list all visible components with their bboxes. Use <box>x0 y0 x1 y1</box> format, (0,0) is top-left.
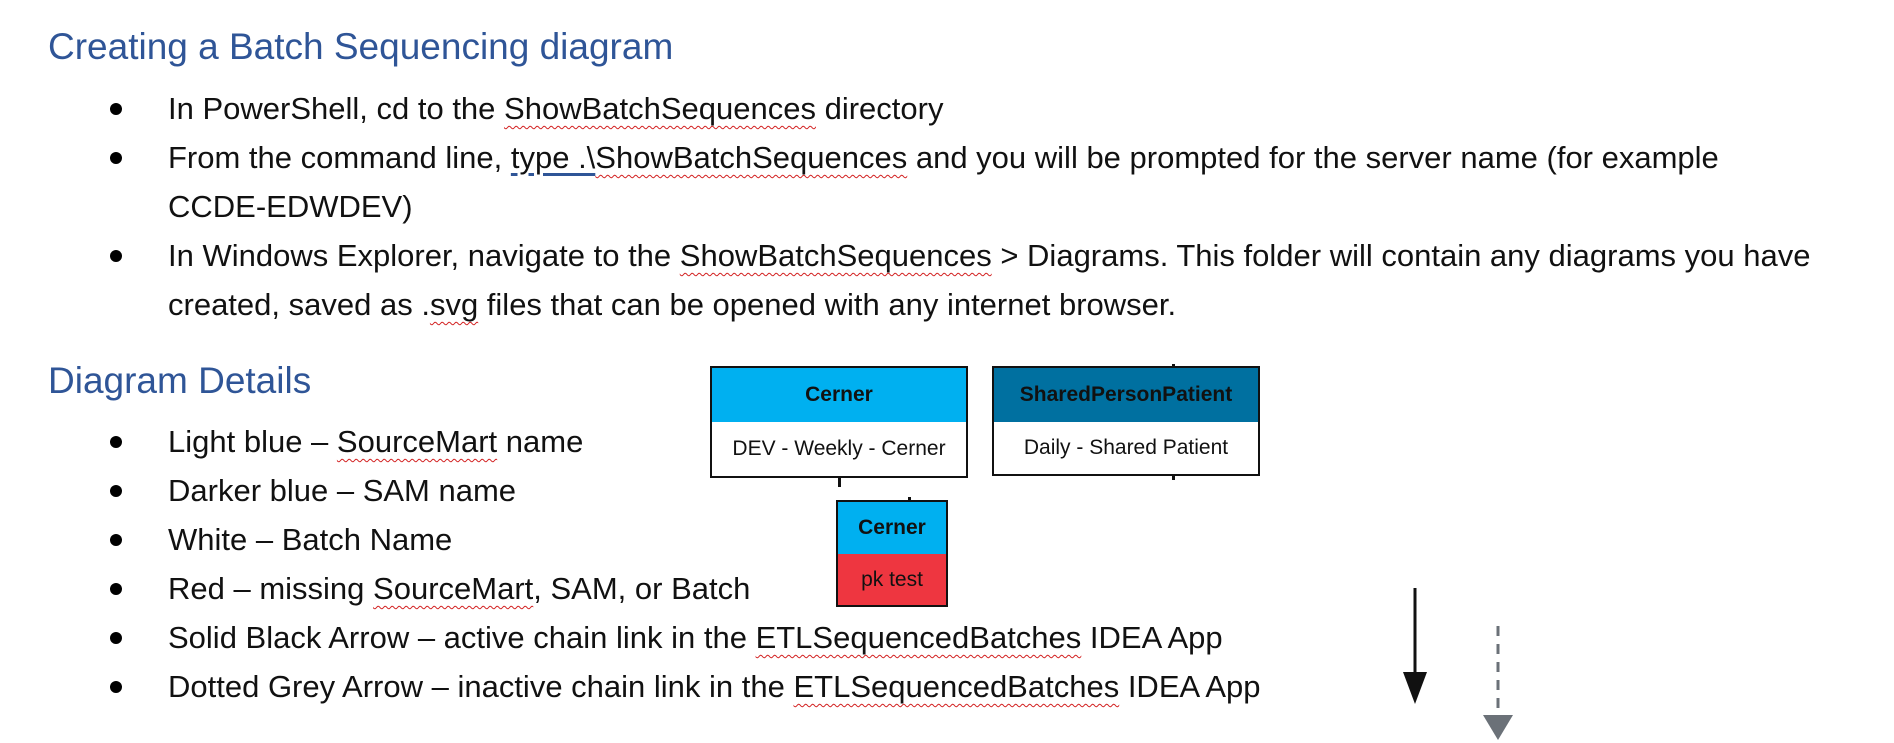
underlined-text: type .\ <box>510 140 596 175</box>
batch-name: Daily - Shared Patient <box>994 422 1258 474</box>
list-item: In PowerShell, cd to the ShowBatchSequen… <box>0 84 1860 133</box>
connector-line <box>1172 472 1175 480</box>
text: Red – missing <box>168 571 374 606</box>
sam-header: SharedPersonPatient <box>994 368 1258 422</box>
list-item: Dotted Grey Arrow – inactive chain link … <box>0 662 1261 711</box>
sourcemart-header: Cerner <box>712 368 966 422</box>
section-heading-diagram-details: Diagram Details <box>48 360 312 401</box>
text: From the command line, <box>168 140 511 175</box>
text: IDEA App <box>1119 669 1261 704</box>
text: > Diagrams. This folder will contain any… <box>168 238 1811 322</box>
text: , SAM, or Batch <box>533 571 751 606</box>
text: name <box>497 424 584 459</box>
bullet-list-diagram-details: Light blue – SourceMart name Darker blue… <box>0 417 1261 711</box>
connector-line <box>838 475 841 487</box>
spellcheck-word: ShowBatchSequences <box>595 140 908 175</box>
text: In PowerShell, cd to the <box>168 91 505 126</box>
spellcheck-word: SourceMart <box>373 571 534 606</box>
bullet-icon <box>110 152 122 164</box>
list-item: Light blue – SourceMart name <box>0 417 1261 466</box>
diagram-node-cerner-pk-test: Cerner pk test <box>836 500 948 607</box>
list-item: Darker blue – SAM name <box>0 466 1261 515</box>
batch-name: DEV - Weekly - Cerner <box>712 422 966 476</box>
section-heading-creating: Creating a Batch Sequencing diagram <box>48 26 674 67</box>
solid-black-arrow-icon <box>1403 588 1427 704</box>
bullet-icon <box>110 436 122 448</box>
spellcheck-word: SourceMart <box>336 424 498 459</box>
bullet-icon <box>110 681 122 693</box>
diagram-node-shared-patient: SharedPersonPatient Daily - Shared Patie… <box>992 366 1260 476</box>
list-item: In Windows Explorer, navigate to the Sho… <box>0 231 1860 329</box>
list-item: From the command line, type .\ShowBatchS… <box>0 133 1860 231</box>
bullet-icon <box>110 250 122 262</box>
list-item: Solid Black Arrow – active chain link in… <box>0 613 1261 662</box>
dotted-grey-arrow-icon <box>1483 626 1513 740</box>
bullet-icon <box>110 632 122 644</box>
text: and you will be prompted for the server … <box>168 140 1719 224</box>
spellcheck-word: ShowBatchSequences <box>679 238 992 273</box>
text: Solid Black Arrow – active chain link in… <box>168 620 756 655</box>
bullet-icon <box>110 583 122 595</box>
text: directory <box>815 91 944 126</box>
spellcheck-word: ShowBatchSequences <box>504 91 816 126</box>
spellcheck-word: ETLSequencedBatches <box>755 620 1082 655</box>
spellcheck-word: ETLSequencedBatches <box>793 669 1120 704</box>
bullet-icon <box>110 103 122 115</box>
list-item: White – Batch Name <box>0 515 1261 564</box>
arrow-samples <box>1403 588 1513 740</box>
diagram-node-cerner-weekly: Cerner DEV - Weekly - Cerner <box>710 366 968 478</box>
bullet-icon <box>110 534 122 546</box>
text: Light blue – <box>168 424 337 459</box>
bullet-list-creating: In PowerShell, cd to the ShowBatchSequen… <box>0 84 1860 329</box>
text: files that can be opened with any intern… <box>478 287 1177 322</box>
text: Darker blue – SAM name <box>168 473 517 508</box>
text: IDEA App <box>1081 620 1223 655</box>
sourcemart-header: Cerner <box>838 502 946 554</box>
text: In Windows Explorer, navigate to the <box>168 238 680 273</box>
bullet-icon <box>110 485 122 497</box>
list-item: Red – missing SourceMart, SAM, or Batch <box>0 564 1261 613</box>
text: White – Batch Name <box>168 522 453 557</box>
missing-batch: pk test <box>838 554 946 605</box>
spellcheck-word: svg <box>429 287 479 322</box>
text: Dotted Grey Arrow – inactive chain link … <box>168 669 794 704</box>
